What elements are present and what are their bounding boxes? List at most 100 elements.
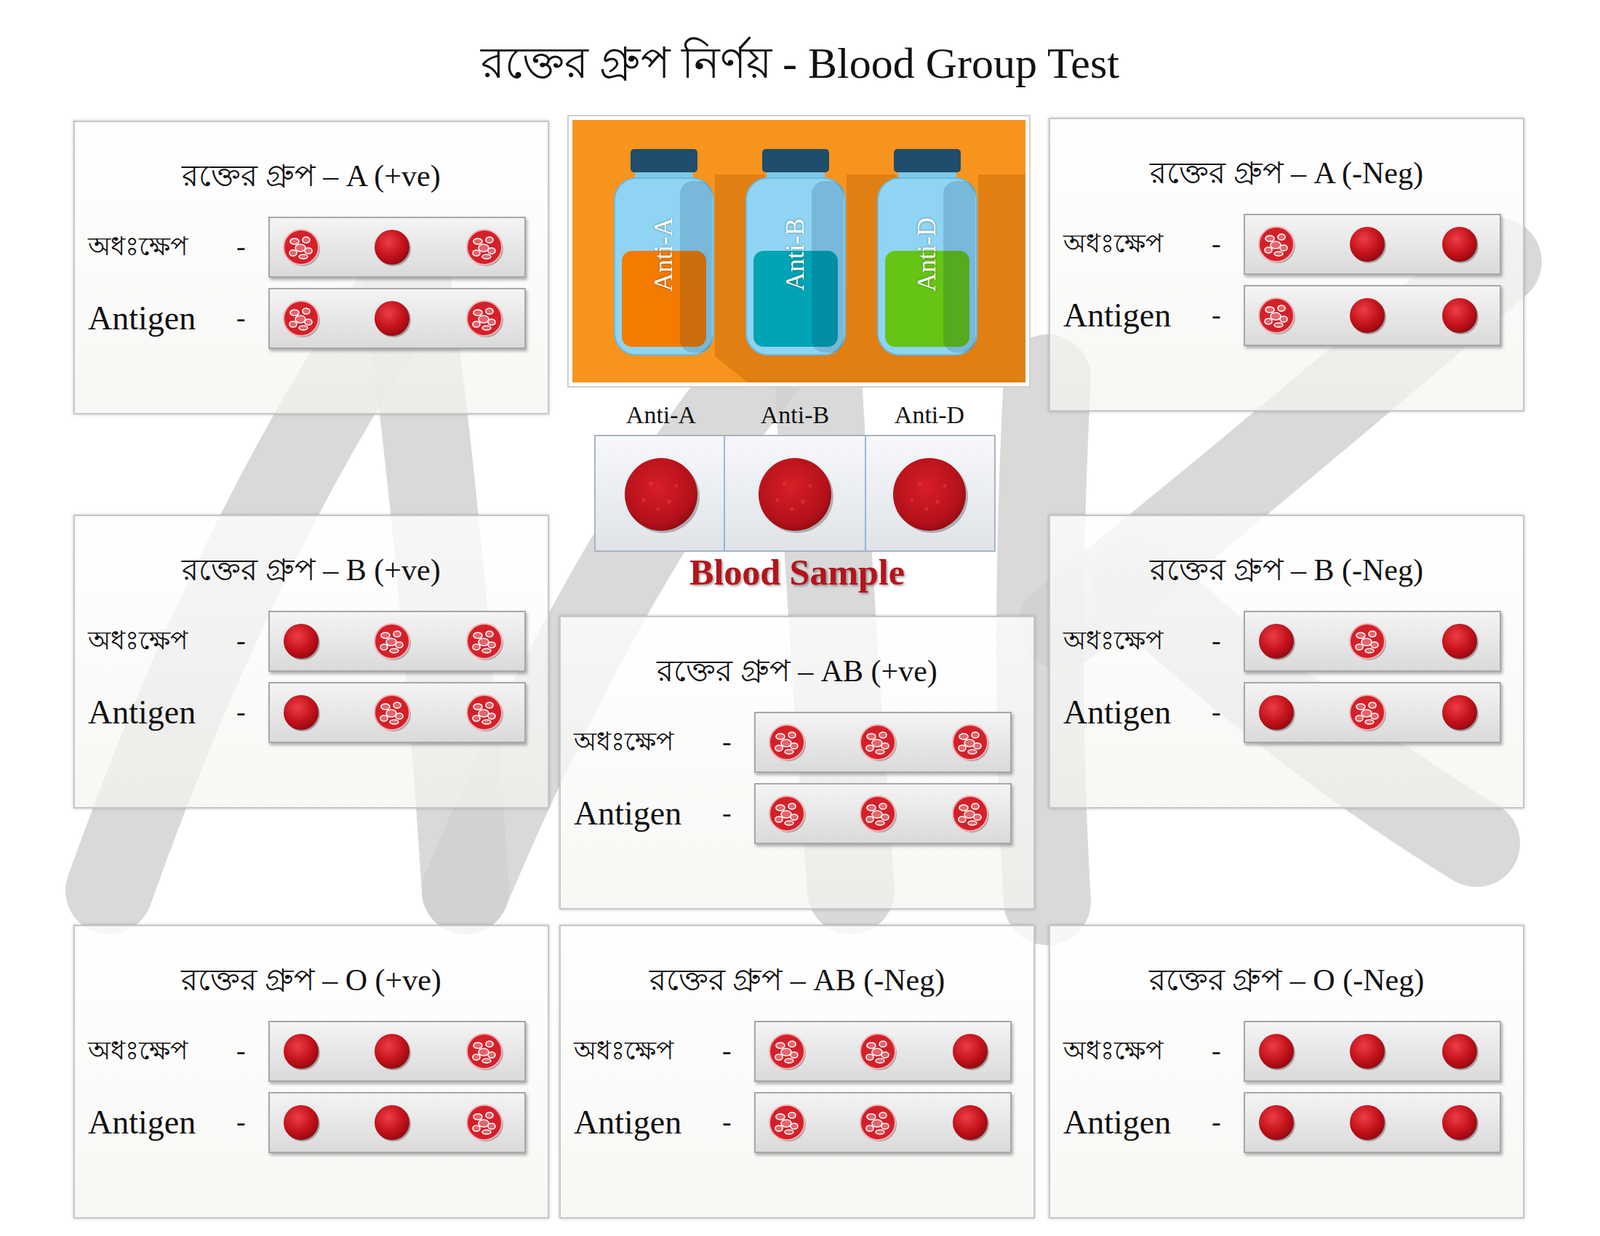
shadow (978, 174, 1026, 383)
clump (788, 803, 796, 810)
clump (482, 1058, 491, 1064)
clump (482, 720, 491, 725)
clump (482, 1130, 491, 1135)
strip-cells (755, 784, 1011, 843)
clump (395, 713, 403, 720)
clump (380, 715, 388, 722)
clump (866, 1042, 876, 1049)
clump (472, 1054, 480, 1061)
clump (776, 1042, 785, 1049)
clump (866, 805, 876, 811)
bottle-cap (893, 149, 961, 173)
clump (1361, 709, 1372, 718)
clump (879, 803, 887, 810)
separator-dash: - (1211, 696, 1222, 729)
bottle-label: Anti-A (648, 217, 679, 292)
smooth-cell (1258, 1034, 1294, 1070)
bottle-label: Anti-D (912, 217, 942, 292)
row-label: অধঃক্ষেপ (1063, 229, 1163, 259)
row-label: Antigen (88, 1104, 196, 1143)
smooth-cell (283, 1105, 319, 1141)
smooth-cell (952, 1034, 988, 1070)
clump (959, 733, 968, 740)
separator-dash: - (236, 302, 246, 335)
result-strip (268, 1092, 526, 1154)
clump (488, 1123, 496, 1130)
row-label: Antigen (1063, 693, 1171, 733)
clump (866, 1114, 876, 1120)
strip-cells (755, 1093, 1011, 1152)
clump (472, 250, 480, 256)
clump (1365, 720, 1374, 725)
clump (776, 1114, 785, 1120)
clump (866, 1054, 874, 1061)
clump (386, 709, 397, 718)
row-label: অধঃক্ষেপ (1063, 626, 1163, 656)
clump (881, 1052, 889, 1059)
clump (1280, 316, 1288, 323)
result-strip (268, 1021, 526, 1083)
smooth-cell (283, 1034, 319, 1070)
clump (788, 1041, 796, 1048)
agglutinated-cell (1258, 226, 1294, 262)
separator-dash: - (1211, 1035, 1222, 1068)
separator-dash: - (1211, 228, 1222, 261)
result-strip (1243, 1021, 1502, 1083)
clump (971, 732, 979, 739)
clump (488, 319, 496, 326)
glass-shade (943, 181, 976, 353)
blood-drop (758, 458, 832, 531)
strip-cells (269, 612, 525, 671)
blood-group-panel: রক্তের গ্রুপ – AB (-Neg)অধঃক্ষেপ-Antigen… (559, 925, 1035, 1219)
clump (781, 1120, 792, 1128)
clump (866, 745, 874, 752)
separator-dash: - (1211, 625, 1222, 658)
agglutinated-cell (283, 301, 319, 336)
strip-cells (269, 1093, 525, 1152)
clump (298, 325, 308, 331)
blood-group-panel: রক্তের গ্রুপ – A (-Neg)অধঃক্ষেপ-Antigen- (1048, 117, 1525, 412)
clump (290, 309, 299, 316)
separator-dash: - (236, 1106, 246, 1139)
blood-group-panel: রক্তের গ্রুপ – B (-Neg)অধঃক্ষেপ-Antigen- (1048, 514, 1525, 809)
bottle-body (614, 178, 714, 355)
agglutinated-cell (769, 1105, 805, 1141)
reagent-bottle: Anti-D (876, 149, 979, 357)
clump (881, 814, 889, 821)
clump (473, 309, 483, 316)
strip-cells (755, 713, 1011, 772)
smooth-cell (1442, 1034, 1478, 1070)
clump (473, 1042, 483, 1049)
clump (784, 1058, 794, 1064)
clump (959, 805, 968, 811)
separator-dash: - (1211, 1106, 1222, 1139)
smooth-cell (374, 301, 410, 336)
bottle-body (877, 178, 977, 355)
smooth-cell (374, 1034, 410, 1070)
strip-cells (1245, 286, 1500, 345)
agglutinated-cell (374, 624, 410, 659)
smooth-cell (1442, 298, 1478, 334)
smooth-cell (1442, 226, 1478, 262)
agglutinated-cell (769, 796, 805, 832)
row-label: Antigen (573, 794, 682, 834)
panel-heading: রক্তের গ্রুপ – A (-Neg) (1149, 155, 1424, 191)
separator-dash: - (722, 726, 732, 759)
agglutinated-cell (860, 1034, 896, 1070)
panel-heading: রক্তের গ্রুপ – AB (-Neg) (649, 962, 945, 998)
agglutinated-cell (466, 695, 502, 731)
clump (775, 1054, 783, 1061)
clump (485, 308, 494, 315)
separator-dash: - (236, 1035, 246, 1068)
clump (781, 810, 792, 819)
clump (386, 638, 397, 646)
clump (881, 1123, 889, 1130)
clump (485, 237, 494, 243)
smooth-cell (1349, 1105, 1385, 1141)
reagent-bottle: Anti-B (744, 149, 847, 357)
row-label: Antigen (1063, 296, 1171, 336)
glass-shade (680, 181, 712, 353)
agglutinated-cell (1258, 298, 1294, 334)
clump (790, 743, 798, 750)
